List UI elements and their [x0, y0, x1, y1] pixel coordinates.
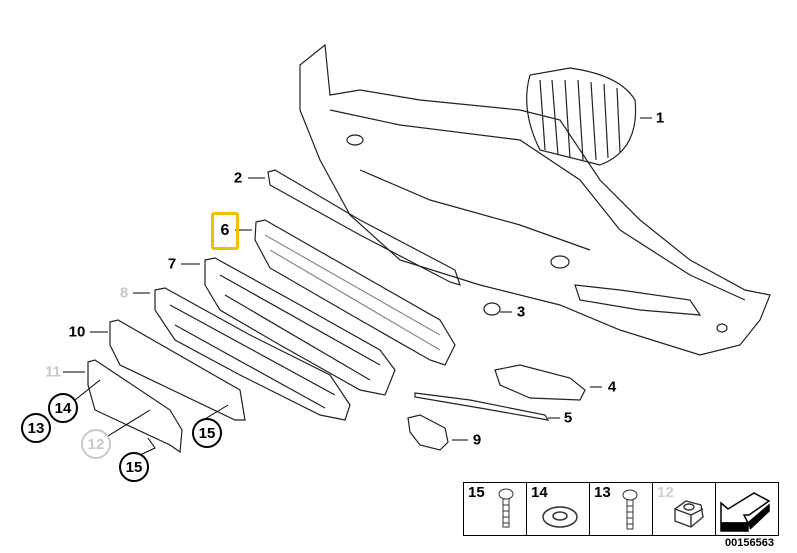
legend-number: 12	[657, 484, 674, 501]
part-label-9[interactable]: 9	[472, 431, 482, 449]
part-label-11[interactable]: 11	[45, 363, 61, 381]
diagram-code: 00156563	[725, 537, 774, 549]
part-label-6: 6	[220, 222, 230, 239]
grille-part-6	[254, 219, 456, 366]
side-grille-4	[494, 364, 586, 401]
legend-item-12[interactable]: 12	[653, 483, 716, 535]
part-label-10[interactable]: 10	[68, 323, 86, 341]
part-label-7[interactable]: 7	[167, 255, 177, 273]
callout-13[interactable]: 13	[21, 413, 51, 443]
cap-part-3	[483, 302, 501, 316]
grille-part-8	[154, 287, 351, 421]
callout-12[interactable]: 12	[81, 429, 111, 459]
legend-item-15[interactable]: 15	[464, 483, 527, 535]
trim-strip-5	[414, 392, 550, 421]
screw-icon	[498, 488, 514, 528]
grille-part-7	[204, 257, 396, 396]
part-label-4[interactable]: 4	[607, 378, 617, 396]
legend-direction-arrow[interactable]	[716, 483, 778, 535]
callout-15[interactable]: 15	[119, 452, 149, 482]
nut-icon	[674, 500, 704, 528]
legend-number: 15	[468, 484, 485, 501]
part-label-2[interactable]: 2	[233, 169, 243, 187]
callout-15[interactable]: 15	[192, 418, 222, 448]
part-label-5[interactable]: 5	[563, 409, 573, 427]
legend-item-13[interactable]: 13	[590, 483, 653, 535]
callout-14[interactable]: 14	[48, 393, 78, 423]
part-label-8[interactable]: 8	[119, 284, 129, 302]
kidney-grille-part	[526, 67, 637, 166]
licence-plate-base-11	[87, 359, 183, 454]
direction-arrow-icon	[720, 492, 771, 532]
grille-part-2	[267, 169, 461, 286]
sensor-part-9	[407, 414, 449, 451]
legend-number: 13	[594, 484, 611, 501]
part-label-3[interactable]: 3	[516, 303, 526, 321]
legend-number: 14	[531, 484, 548, 501]
part-label-1[interactable]: 1	[655, 109, 665, 127]
licence-plate-holder-10	[109, 319, 246, 421]
part-label-6-highlighted[interactable]: 6	[211, 212, 239, 250]
bumper-part	[299, 43, 771, 356]
screw-icon	[622, 489, 638, 530]
washer-icon	[542, 506, 578, 528]
legend-item-14[interactable]: 14	[527, 483, 590, 535]
hardware-legend: 15 14 13 12	[463, 482, 779, 536]
